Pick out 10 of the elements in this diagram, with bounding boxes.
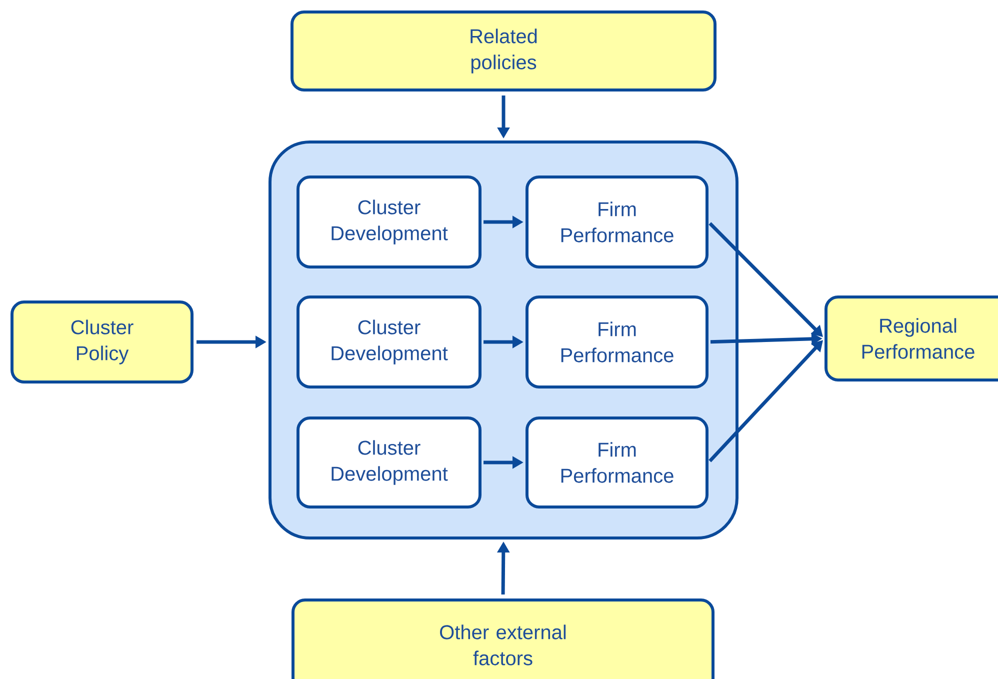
input-box: Related policies <box>290 10 716 92</box>
input-box: Other external factors <box>292 598 714 679</box>
process-box: Firm Performance <box>526 176 708 268</box>
process-box: Firm Performance <box>526 296 708 388</box>
output-box: Regional Performance <box>824 296 998 382</box>
process-box: Cluster Development <box>296 296 482 388</box>
input-box: Cluster Policy <box>10 300 194 384</box>
process-box: Firm Performance <box>526 416 708 508</box>
process-box: Cluster Development <box>296 416 482 508</box>
process-box: Cluster Development <box>296 176 482 268</box>
